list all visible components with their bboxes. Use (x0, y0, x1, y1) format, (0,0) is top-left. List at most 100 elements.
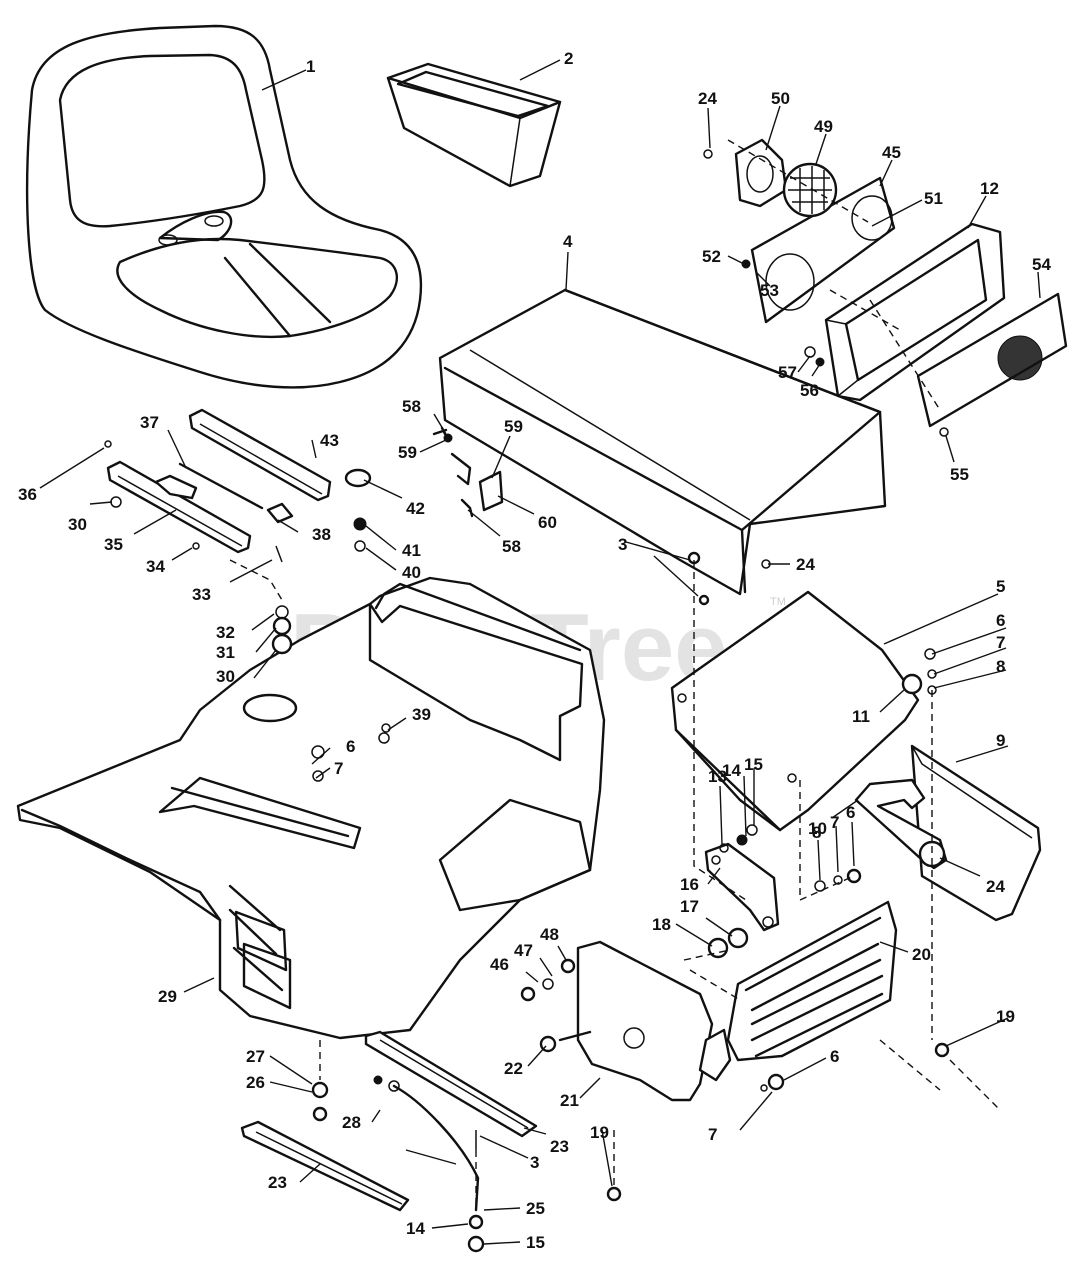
callout-43: 43 (320, 431, 339, 450)
callout-3: 3 (618, 535, 627, 554)
callout-28: 28 (342, 1113, 361, 1132)
callout-45: 45 (882, 143, 901, 162)
callout-55: 55 (950, 465, 969, 484)
callout-38: 38 (312, 525, 331, 544)
callout-6d: 6 (346, 737, 355, 756)
callout-8b: 8 (812, 823, 821, 842)
callout-46: 46 (490, 955, 509, 974)
seat-rail-upper-part (188, 408, 332, 502)
callout-54: 54 (1032, 255, 1051, 274)
callout-51: 51 (924, 189, 943, 208)
callout-56: 56 (800, 381, 819, 400)
cable-part (311, 1075, 485, 1253)
callout-7d: 7 (334, 759, 343, 778)
callout-6c: 6 (830, 1047, 839, 1066)
frame-rail-left-part (240, 1120, 410, 1212)
callout-5: 5 (996, 577, 1005, 596)
callout-27: 27 (246, 1047, 265, 1066)
callout-13: 13 (708, 767, 727, 786)
tray-part (386, 62, 562, 188)
link-plate-part (704, 842, 780, 932)
callout-59: 59 (398, 443, 417, 462)
callout-41: 41 (402, 541, 421, 560)
callout-7: 7 (996, 633, 1005, 652)
callout-49: 49 (814, 117, 833, 136)
callout-36: 36 (18, 485, 37, 504)
callout-25: 25 (526, 1199, 545, 1218)
callout-8: 8 (996, 657, 1005, 676)
dash-panel-part (670, 590, 920, 832)
seat-rail-lower-part (106, 460, 252, 554)
callout-1: 1 (306, 57, 315, 76)
light-axis-line (727, 139, 869, 223)
hood-part (438, 288, 887, 596)
screen-plate-part (916, 292, 1068, 428)
callout-50: 50 (771, 89, 790, 108)
callout-24: 24 (698, 89, 717, 108)
callout-labels: 1 2 4 24 50 49 45 51 12 54 52 53 57 56 5… (18, 49, 1051, 1252)
callout-16: 16 (680, 875, 699, 894)
seat-part (25, 24, 423, 389)
front-grille-part (726, 900, 898, 1062)
callout-42: 42 (406, 499, 425, 518)
callout-48: 48 (540, 925, 559, 944)
seat-spring-part (154, 462, 294, 524)
seat-hardware-part (104, 440, 372, 655)
callout-19: 19 (996, 1007, 1015, 1026)
callout-30: 30 (216, 667, 235, 686)
callout-9: 9 (996, 731, 1005, 750)
callout-14b: 14 (406, 1219, 425, 1238)
seat-axis-line (229, 559, 283, 601)
callout-60: 60 (538, 513, 557, 532)
light-lens-part (782, 162, 838, 218)
leader-lines (39, 59, 1041, 1245)
callout-12: 12 (980, 179, 999, 198)
callout-23b: 23 (268, 1173, 287, 1192)
callout-6b: 6 (846, 803, 855, 822)
callout-18: 18 (652, 915, 671, 934)
callout-2: 2 (564, 49, 573, 68)
frame-rail-right-part (364, 1030, 538, 1138)
callout-57: 57 (778, 363, 797, 382)
callout-23: 23 (550, 1137, 569, 1156)
callout-35: 35 (104, 535, 123, 554)
callout-10: 10 (808, 819, 827, 838)
callout-7c: 7 (708, 1125, 717, 1144)
callout-15: 15 (744, 755, 763, 774)
callout-58b: 58 (502, 537, 521, 556)
callout-31: 31 (216, 643, 235, 662)
light-gasket-part (734, 138, 788, 208)
callout-26: 26 (246, 1073, 265, 1092)
callout-15b: 15 (526, 1233, 545, 1252)
dash-cover-part (576, 940, 732, 1102)
hardware-misc-part (378, 149, 950, 1202)
callout-34: 34 (146, 557, 165, 576)
callout-19b: 19 (590, 1123, 609, 1142)
callout-53: 53 (760, 281, 779, 300)
front-bracket-part (910, 744, 1042, 922)
callout-14: 14 (722, 761, 741, 780)
callout-39: 39 (412, 705, 431, 724)
callout-30b: 30 (68, 515, 87, 534)
callout-17: 17 (680, 897, 699, 916)
callout-7b: 7 (830, 813, 839, 832)
callout-3b: 3 (530, 1153, 539, 1172)
callout-58: 58 (402, 397, 421, 416)
callout-37: 37 (140, 413, 159, 432)
callout-24b: 24 (796, 555, 815, 574)
body-fender-part (16, 576, 606, 1040)
callout-47: 47 (514, 941, 533, 960)
watermark-tm: TM (770, 596, 786, 608)
callout-52: 52 (702, 247, 721, 266)
callout-24c: 24 (986, 877, 1005, 896)
callout-32: 32 (216, 623, 235, 642)
callout-11: 11 (852, 707, 870, 726)
grille-axis-line (829, 289, 941, 411)
callout-29: 29 (158, 987, 177, 1006)
callout-20: 20 (912, 945, 931, 964)
callout-33: 33 (192, 585, 211, 604)
callout-6: 6 (996, 611, 1005, 630)
assembly-lines (319, 560, 1001, 1210)
callout-22: 22 (504, 1059, 523, 1078)
